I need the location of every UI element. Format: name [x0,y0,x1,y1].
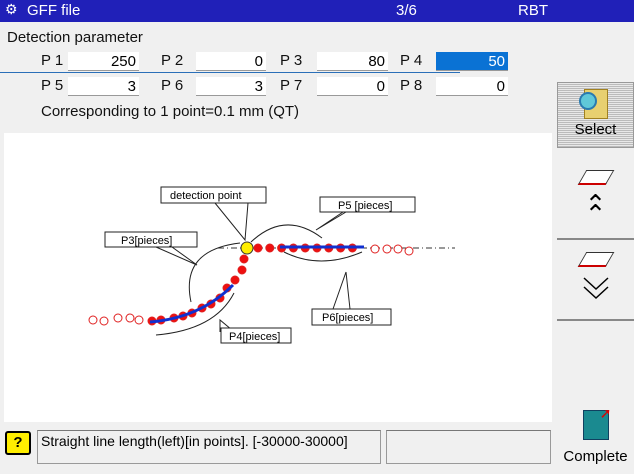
point-hollow [88,315,98,325]
divider [0,72,460,73]
param-field-p6[interactable]: 3 [196,77,266,96]
p4-arrow [155,292,235,336]
param-field-p2[interactable]: 0 [196,52,266,71]
param-label-p7: P 7 [280,77,303,94]
select-button[interactable]: Select [557,82,634,148]
point-hollow [370,244,380,254]
param-label-p1: P 1 [41,52,64,69]
param-field-p5[interactable]: 3 [68,77,139,96]
param-field-p7[interactable]: 0 [317,77,388,96]
param-label-p2: P 2 [161,52,184,69]
point-filled [253,243,263,253]
status-message: Straight line length(left)[in points]. [… [37,430,381,464]
page-indicator: 3/6 [396,2,417,19]
folder-search-icon [578,89,608,119]
detection-diagram: detection point P5 [pieces] P3[pieces] P… [4,133,552,422]
p3-label: P3[pieces] [121,235,172,247]
folder-complete-icon: ➚ [582,405,612,440]
detection-point-label: detection point [170,190,242,202]
param-label-p8: P 8 [400,77,423,94]
point-hollow [125,313,135,323]
p3-arrow [188,242,241,303]
point-hollow [404,246,414,256]
point-hollow [134,315,144,325]
book-icon [577,170,614,185]
window-title: GFF file [27,2,81,19]
p6-label: P6[pieces] [322,312,373,324]
param-field-p1[interactable]: 250 [68,52,139,71]
point-hollow [382,244,392,254]
title-bar: ⚙ GFF file 3/6 RBT [0,0,634,22]
left-line-segment [149,283,235,324]
page-up-button[interactable]: ⌃⌃ [557,158,634,240]
point-hollow [393,244,403,254]
unit-note: Corresponding to 1 point=0.1 mm (QT) [41,103,300,120]
param-field-p3[interactable]: 80 [317,52,388,71]
status-extra [386,430,551,464]
point-hollow [99,316,109,326]
param-label-p3: P 3 [280,52,303,69]
book-icon [577,252,614,267]
complete-label: Complete [563,448,628,465]
wrench-icon: ⚙ [5,1,18,17]
detection-point-marker [240,241,254,255]
point-hollow [113,313,123,323]
p5-label: P5 [pieces] [338,200,392,212]
param-label-p6: P 6 [161,77,184,94]
param-label-p4: P 4 [400,52,423,69]
point-filled [265,243,275,253]
p5-arrow [250,224,323,243]
double-chevron-up-icon: ⌃⌃ [584,189,607,229]
help-icon: ? [5,431,31,455]
mode-indicator: RBT [518,2,548,19]
complete-button[interactable]: ➚ Complete [557,400,634,474]
param-field-p8[interactable]: 0 [436,77,508,96]
double-chevron-down-icon [582,277,609,300]
param-label-p5: P 5 [41,77,64,94]
p4-label: P4[pieces] [229,331,280,343]
page-down-button[interactable] [557,240,634,321]
point-filled [239,254,249,264]
section-title: Detection parameter [7,29,143,46]
point-filled [230,275,240,285]
select-label: Select [574,121,617,138]
param-field-p4[interactable]: 50 [436,52,508,71]
p6-arrow [283,251,363,262]
point-filled [237,265,247,275]
